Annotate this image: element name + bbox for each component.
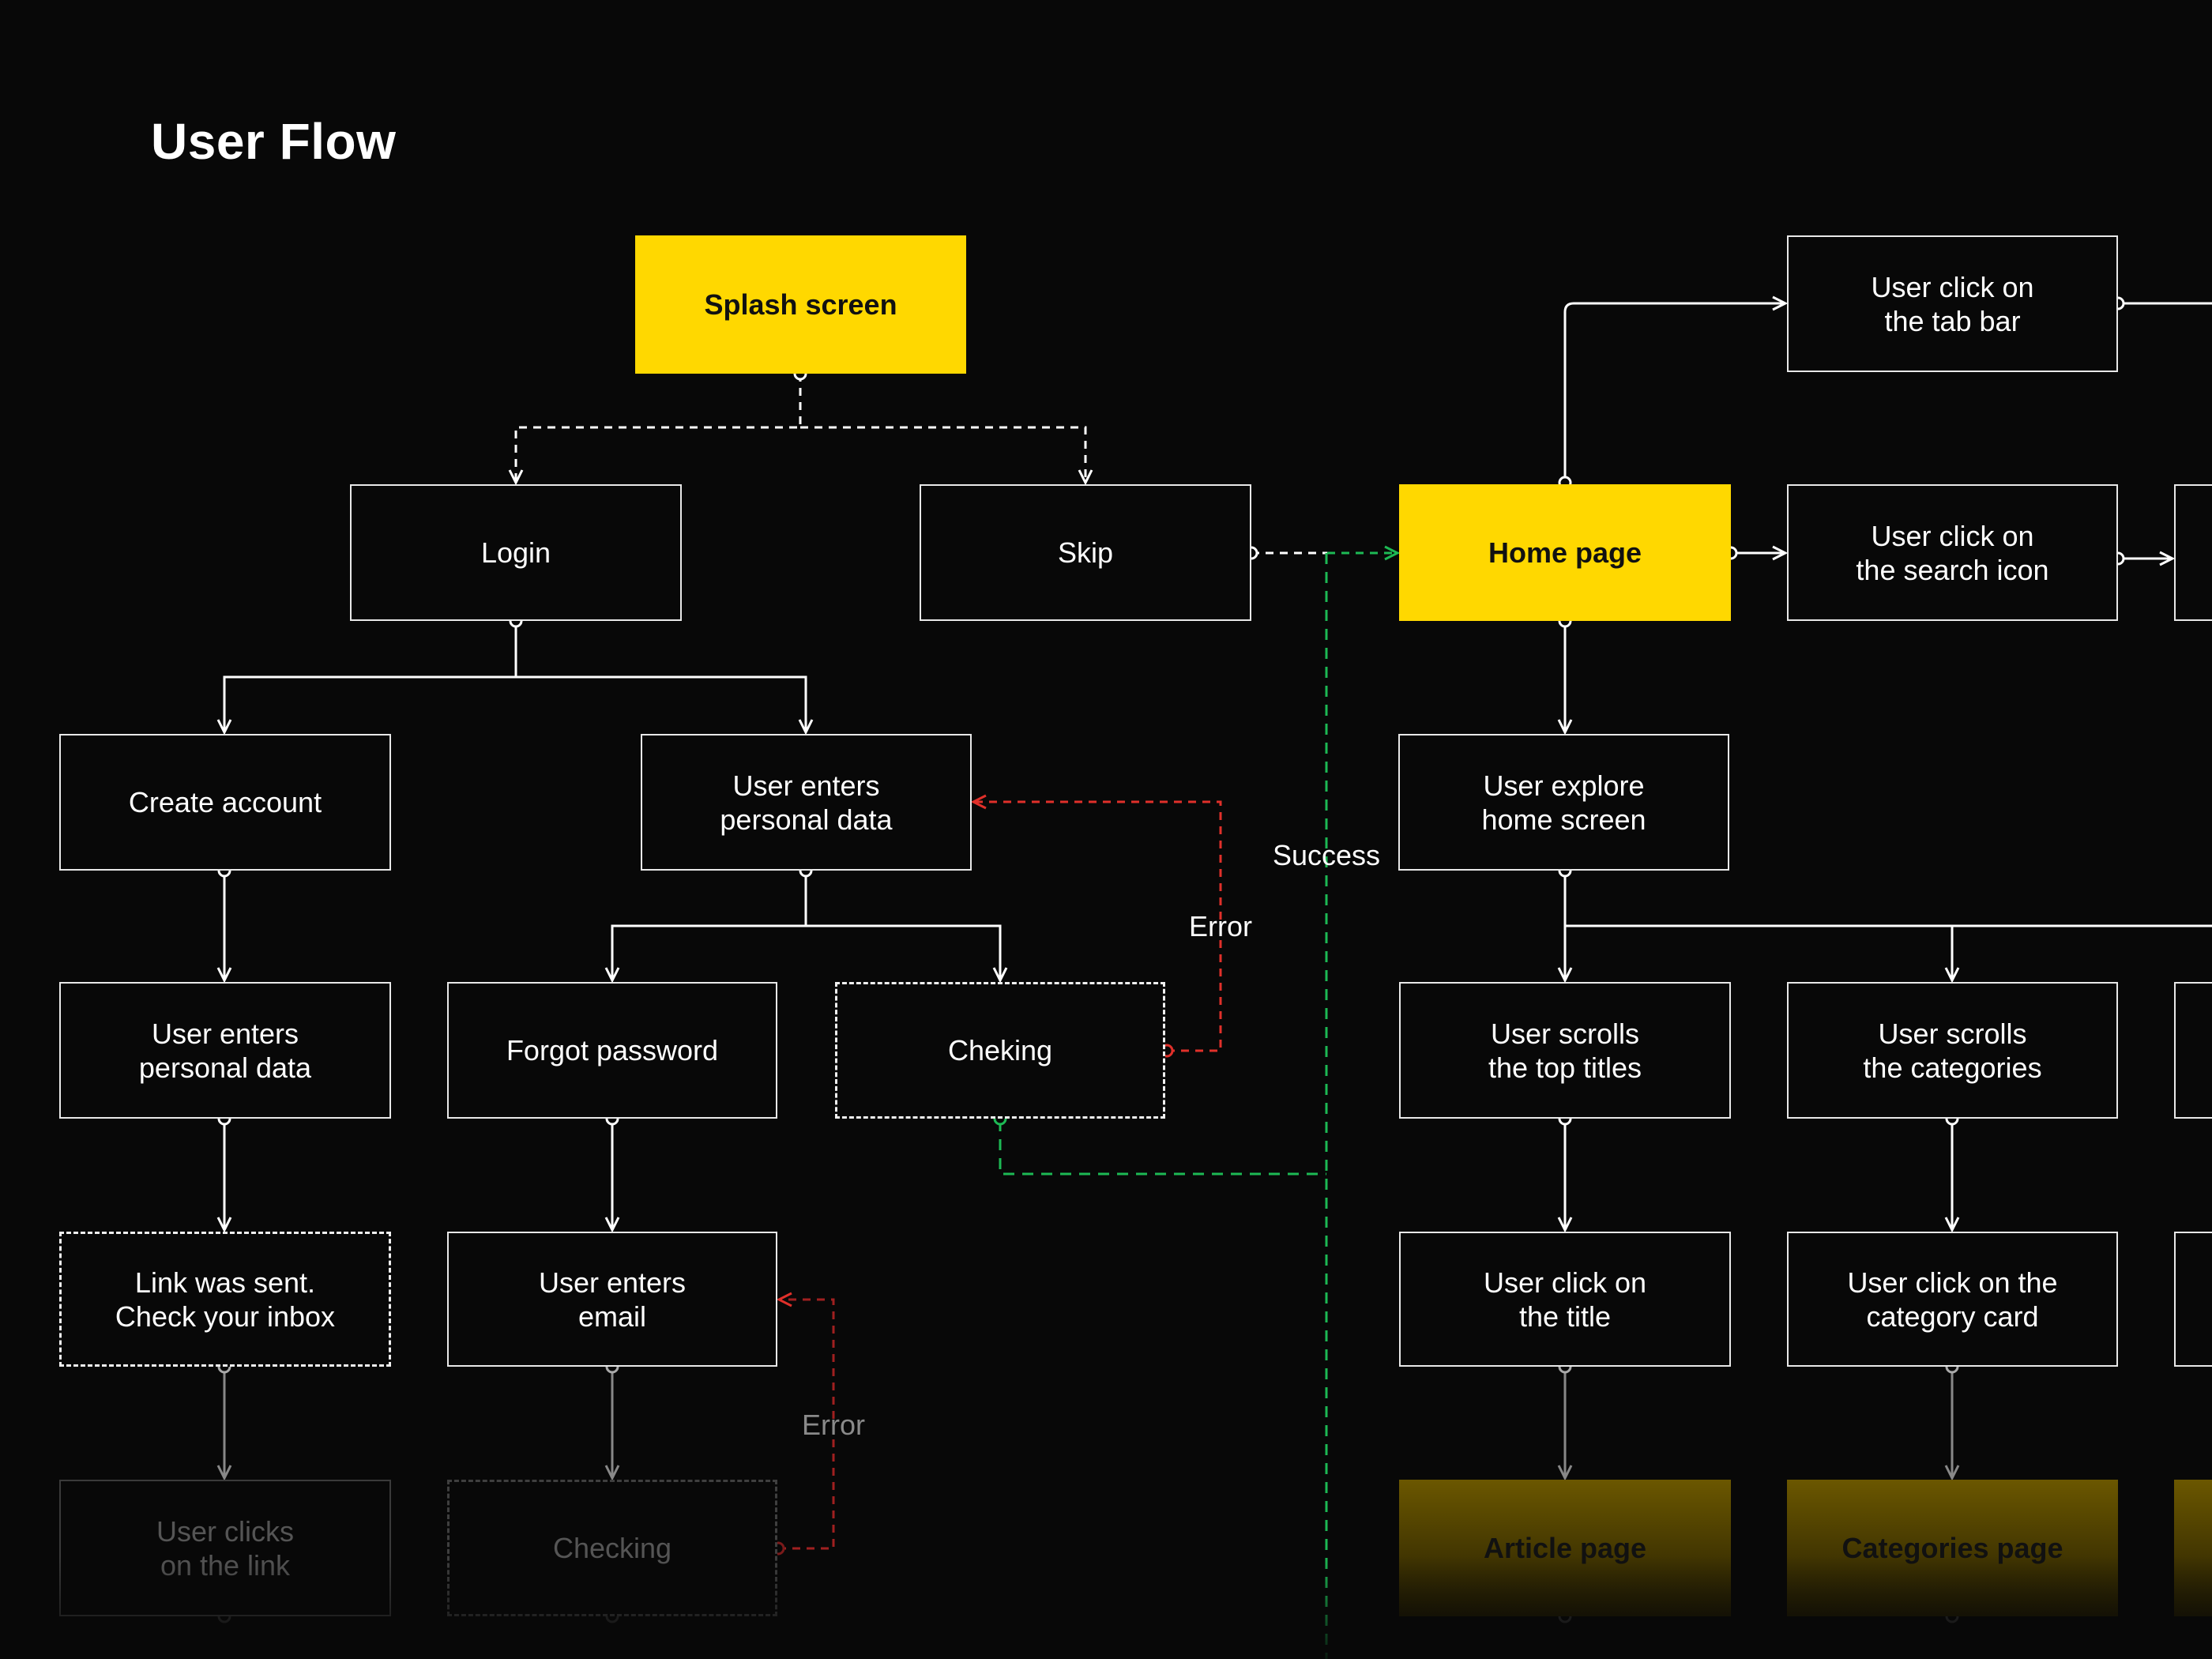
node-login[interactable]: Login — [350, 484, 682, 621]
node-home-page[interactable]: Home page — [1399, 484, 1731, 621]
node-skip[interactable]: Skip — [920, 484, 1251, 621]
connector-login-create — [224, 621, 517, 732]
node-checking[interactable]: Checking — [447, 1480, 777, 1616]
error-label-top: Error — [1189, 910, 1252, 942]
connector-home-tab — [1563, 303, 1785, 483]
node-tab-bar[interactable]: User click on the tab bar — [1787, 235, 2118, 372]
connector-explore-branches — [1563, 871, 2212, 927]
connector-splash-skip — [800, 426, 1085, 483]
node-enters-personal-data[interactable]: User enters personal data — [641, 734, 972, 871]
node-partial-right-2[interactable] — [2174, 982, 2212, 1119]
node-categories-page[interactable]: Categories page — [1787, 1480, 2118, 1616]
node-click-title[interactable]: User click on the title — [1399, 1232, 1731, 1367]
node-clicks-link[interactable]: User clicks on the link — [59, 1480, 391, 1616]
connector-enter-cheking — [806, 924, 1000, 980]
node-click-category-card[interactable]: User click on the category card — [1787, 1232, 2118, 1367]
node-create-account[interactable]: Create account — [59, 734, 391, 871]
connector-enter-forgot — [612, 871, 807, 980]
connector-cheking-error — [973, 802, 1222, 1052]
page-title: User Flow — [151, 113, 397, 170]
node-enters-email[interactable]: User enters email — [447, 1232, 777, 1367]
node-enters-personal-data-2[interactable]: User enters personal data — [59, 982, 391, 1119]
connector-checking-error — [778, 1300, 835, 1550]
node-partial-right-3[interactable] — [2174, 1232, 2212, 1367]
error-label-bottom: Error — [802, 1409, 865, 1441]
connector-cheking-success — [999, 1120, 1326, 1176]
node-search-icon[interactable]: User click on the search icon — [1787, 484, 2118, 621]
node-forgot-password[interactable]: Forgot password — [447, 982, 777, 1119]
node-explore-home[interactable]: User explore home screen — [1398, 734, 1729, 871]
connector-splash-login — [516, 374, 802, 483]
node-link-sent[interactable]: Link was sent. Check your inbox — [59, 1232, 391, 1367]
node-partial-right-4[interactable] — [2174, 1480, 2212, 1616]
node-scrolls-categories[interactable]: User scrolls the categories — [1787, 982, 2118, 1119]
node-scrolls-top-titles[interactable]: User scrolls the top titles — [1399, 982, 1731, 1119]
node-cheking[interactable]: Cheking — [835, 982, 1165, 1119]
node-article-page[interactable]: Article page — [1399, 1480, 1731, 1616]
node-splash-screen[interactable]: Splash screen — [635, 235, 966, 374]
success-label: Success — [1272, 839, 1381, 871]
connector-login-enter — [516, 675, 806, 732]
node-partial-right-1[interactable] — [2174, 484, 2212, 621]
